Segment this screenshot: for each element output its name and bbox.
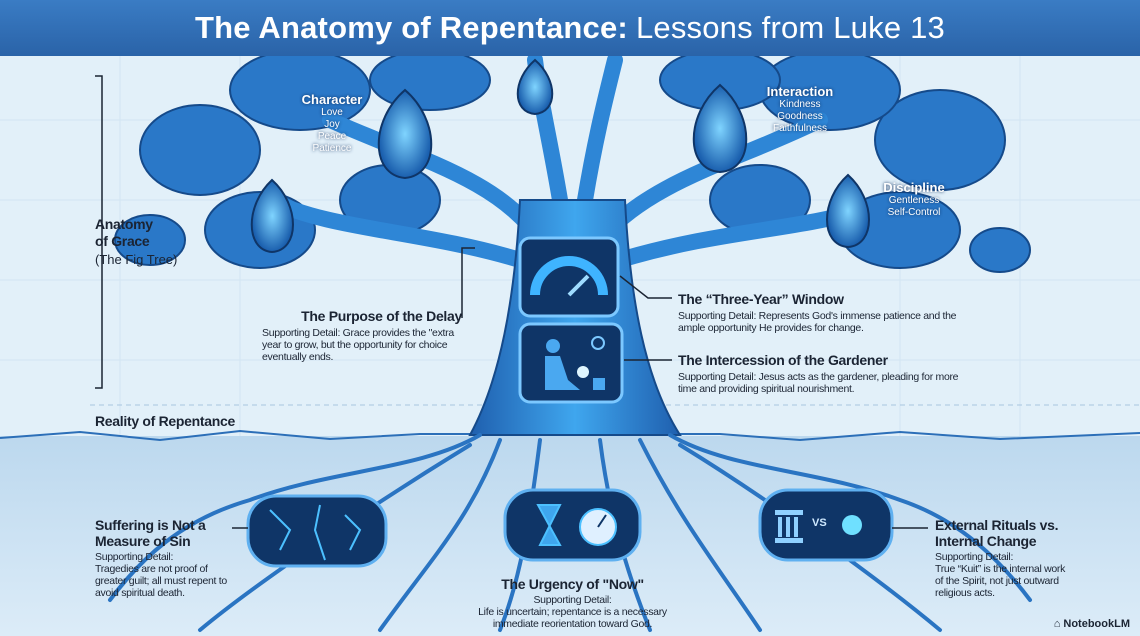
- reality-heading: Reality of Repentance: [95, 413, 235, 429]
- spirit-icon: [842, 515, 862, 535]
- anatomy-subtitle: (The Fig Tree): [95, 252, 178, 267]
- callout-suffering: Suffering is Not a Measure of Sin Suppor…: [95, 517, 227, 599]
- callout-rituals: External Rituals vs. Internal Change Sup…: [935, 517, 1066, 599]
- callout-urgency: The Urgency of "Now" Supporting Detail: …: [478, 576, 667, 630]
- callout-gardener: The Intercession of the Gardener Support…: [678, 352, 959, 395]
- page-title: The Anatomy of Repentance:Lessons from L…: [0, 0, 1140, 56]
- callout-delay: The Purpose of the Delay Supporting Deta…: [262, 308, 462, 363]
- cracks-capsule: [246, 494, 388, 568]
- vs-label: VS: [812, 517, 827, 529]
- gardener-icon: [545, 336, 605, 390]
- bracket: [95, 75, 103, 389]
- gauge-icon: [530, 256, 608, 296]
- brand-logo: ⌂ NotebookLM: [1053, 618, 1130, 630]
- callout-window: The “Three-Year” Window Supporting Detai…: [678, 291, 957, 334]
- notebook-icon: ⌂: [1053, 618, 1064, 630]
- hourglass-capsule: [503, 488, 642, 562]
